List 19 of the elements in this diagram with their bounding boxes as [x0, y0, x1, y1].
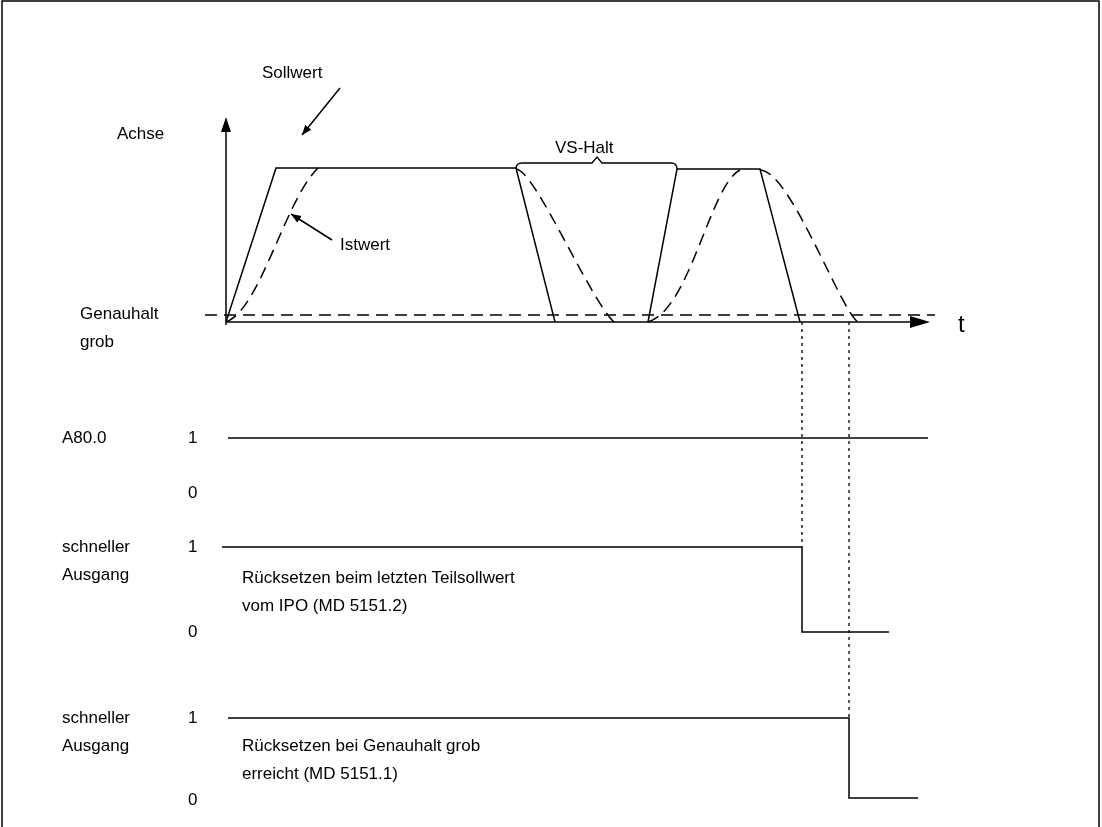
- level-label: 1: [188, 427, 198, 449]
- signal-name: schneller Ausgang: [62, 707, 132, 757]
- axis-label: Achse: [117, 123, 165, 145]
- annotation-text: Rücksetzen beim letzten Teilsollwert vom IPO (MD 5151.2): [242, 567, 516, 617]
- leader-line: [290, 213, 333, 241]
- annotation-text: Rücksetzen bei Genauhalt grob erreicht (MD 5151.1): [242, 735, 482, 785]
- signal-name: schneller Ausgang: [62, 536, 132, 586]
- level-label: 0: [188, 482, 198, 504]
- brace-label: VS-Halt: [555, 137, 614, 159]
- signal-name: A80.0: [62, 427, 107, 449]
- level-label: 0: [188, 621, 198, 643]
- curve-label: Sollwert: [262, 59, 323, 87]
- level-label: 1: [188, 536, 198, 558]
- level-label: 0: [188, 789, 198, 811]
- leader-line: [301, 87, 341, 136]
- curve-label: Istwert: [340, 231, 391, 259]
- level-label: 1: [188, 707, 198, 729]
- axis-label: t: [958, 310, 965, 338]
- threshold-label: Genauhalt grob: [80, 303, 160, 353]
